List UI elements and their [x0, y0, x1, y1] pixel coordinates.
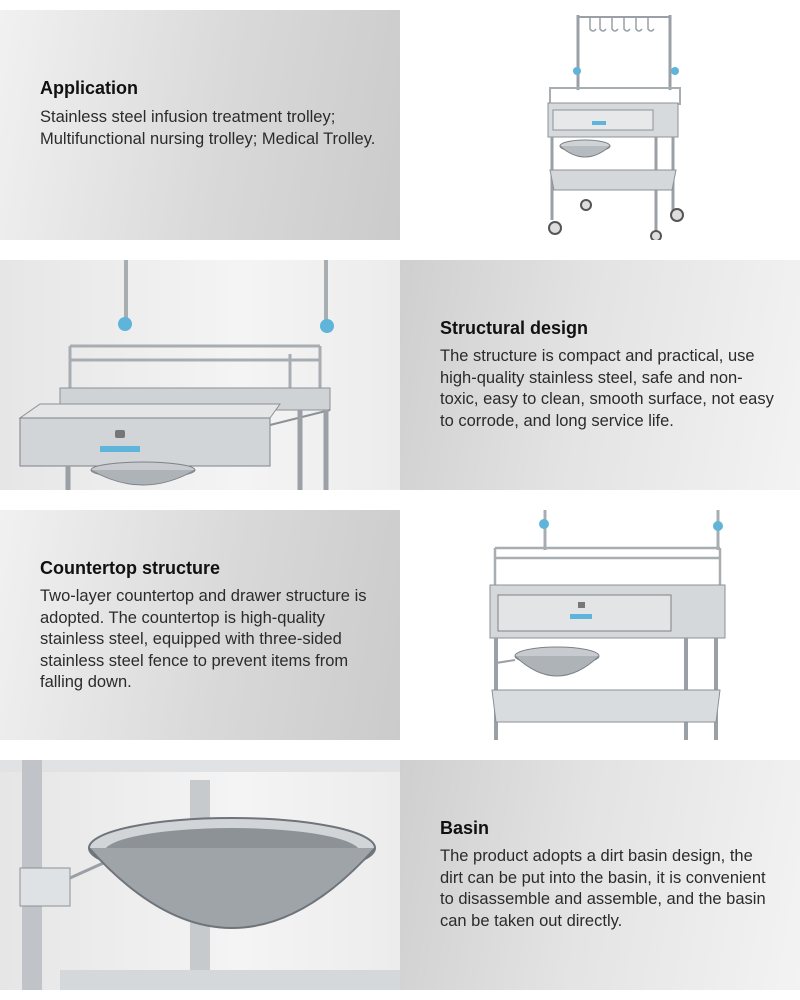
countertop-text-block: Countertop structure Two-layer counterto…	[0, 510, 400, 740]
section-application: Application Stainless steel infusion tre…	[0, 10, 800, 240]
blue-clamp-icon	[118, 317, 132, 331]
basin-description: The product adopts a dirt basin design, …	[440, 847, 766, 930]
basin-text-block: Basin The product adopts a dirt basin de…	[400, 760, 800, 990]
blue-clamp-icon	[539, 519, 549, 529]
blue-clamp-icon	[573, 67, 581, 75]
application-text-block: Application Stainless steel infusion tre…	[0, 10, 400, 240]
structural-design-text-block: Structural design The structure is compa…	[400, 260, 800, 490]
trolley-full-photo	[400, 10, 800, 240]
section-structural-design: Structural design The structure is compa…	[0, 260, 800, 490]
application-description: Stainless steel infusion treatment troll…	[40, 108, 376, 148]
application-heading: Application	[40, 78, 138, 98]
countertop-heading: Countertop structure	[40, 558, 220, 578]
section-basin: Basin The product adopts a dirt basin de…	[0, 760, 800, 990]
countertop-description: Two-layer countertop and drawer structur…	[40, 587, 367, 691]
structural-design-description: The structure is compact and practical, …	[440, 347, 774, 430]
drawer-closeup-photo	[0, 260, 400, 490]
structural-design-heading: Structural design	[440, 318, 589, 338]
basin-closeup-photo	[0, 760, 400, 990]
countertop-photo	[400, 510, 800, 740]
basin-heading: Basin	[440, 818, 490, 838]
section-countertop-structure: Countertop structure Two-layer counterto…	[0, 510, 800, 740]
